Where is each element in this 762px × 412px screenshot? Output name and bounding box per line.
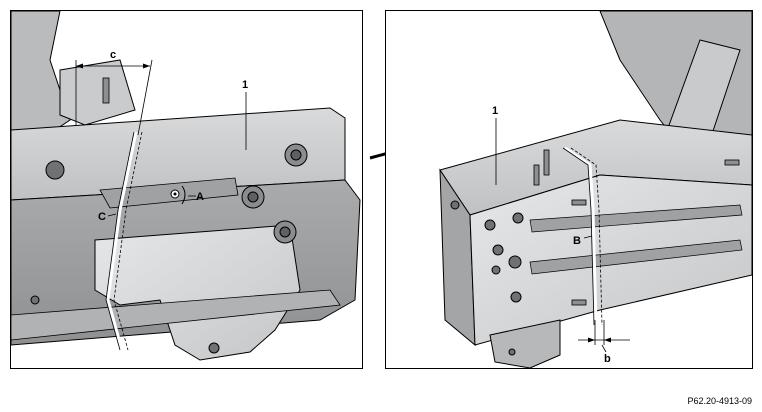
left-mount-bracket	[59, 59, 136, 126]
callout-part-1-left: 1	[242, 79, 248, 91]
right-hole	[510, 291, 522, 303]
right-hole	[491, 265, 501, 275]
callout-dimension-b: b	[604, 353, 611, 365]
right-hole	[484, 219, 496, 231]
right-stud	[571, 199, 587, 206]
cut-line-c-edge	[105, 131, 135, 351]
right-panel: 1 B b	[385, 10, 753, 369]
cut-line-b-edge	[562, 147, 595, 326]
detail-a-bracket	[181, 185, 186, 205]
dimension-b-arrow-right	[604, 337, 611, 343]
left-bottom-flange	[11, 289, 341, 341]
right-lower-bulge	[489, 319, 561, 368]
cut-line-b-solid	[564, 146, 598, 326]
cut-line-c-dashed	[113, 131, 143, 351]
left-panel: 1 c A C	[10, 10, 363, 369]
right-hole	[512, 212, 524, 224]
reference-code: P62.20-4913-09	[687, 396, 752, 406]
right-hole	[450, 200, 460, 210]
leader-b	[583, 235, 593, 239]
cut-line-b-dashed	[570, 147, 603, 326]
left-lower-bracket	[94, 224, 301, 361]
right-stud	[533, 164, 540, 186]
left-bolt	[290, 149, 302, 161]
left-rail-top	[11, 107, 346, 201]
right-stud	[724, 159, 740, 166]
right-stud	[543, 149, 550, 176]
dimension-c-ext-right	[137, 59, 153, 136]
right-hole	[492, 244, 504, 256]
detail-a-marker-dot	[173, 192, 177, 196]
leader-b-dim	[601, 344, 607, 353]
dimension-c-arrow-left	[76, 63, 83, 69]
dimension-b-arrow-left	[588, 337, 595, 343]
left-hole	[30, 295, 40, 305]
left-bolt	[247, 191, 259, 203]
leader-c	[107, 213, 117, 217]
right-hole	[508, 348, 516, 356]
left-hole	[208, 342, 220, 354]
right-rail-rib	[529, 204, 743, 233]
mount-stud	[102, 77, 110, 104]
callout-cut-line-c: C	[98, 211, 106, 223]
right-hole	[508, 255, 522, 269]
right-stud	[571, 299, 587, 306]
callout-part-1-right: 1	[492, 105, 498, 117]
left-rail-groove	[99, 177, 239, 209]
cut-line-c-solid	[106, 131, 138, 351]
left-hole	[45, 160, 65, 180]
left-upper-structure	[11, 11, 71, 151]
callout-dimension-c: c	[110, 49, 116, 61]
left-bolt	[279, 226, 291, 238]
dimension-c-arrow-right	[143, 63, 150, 69]
callout-detail-a: A	[196, 191, 204, 203]
callout-cut-line-b: B	[573, 235, 581, 247]
right-rail-rib	[529, 239, 743, 275]
